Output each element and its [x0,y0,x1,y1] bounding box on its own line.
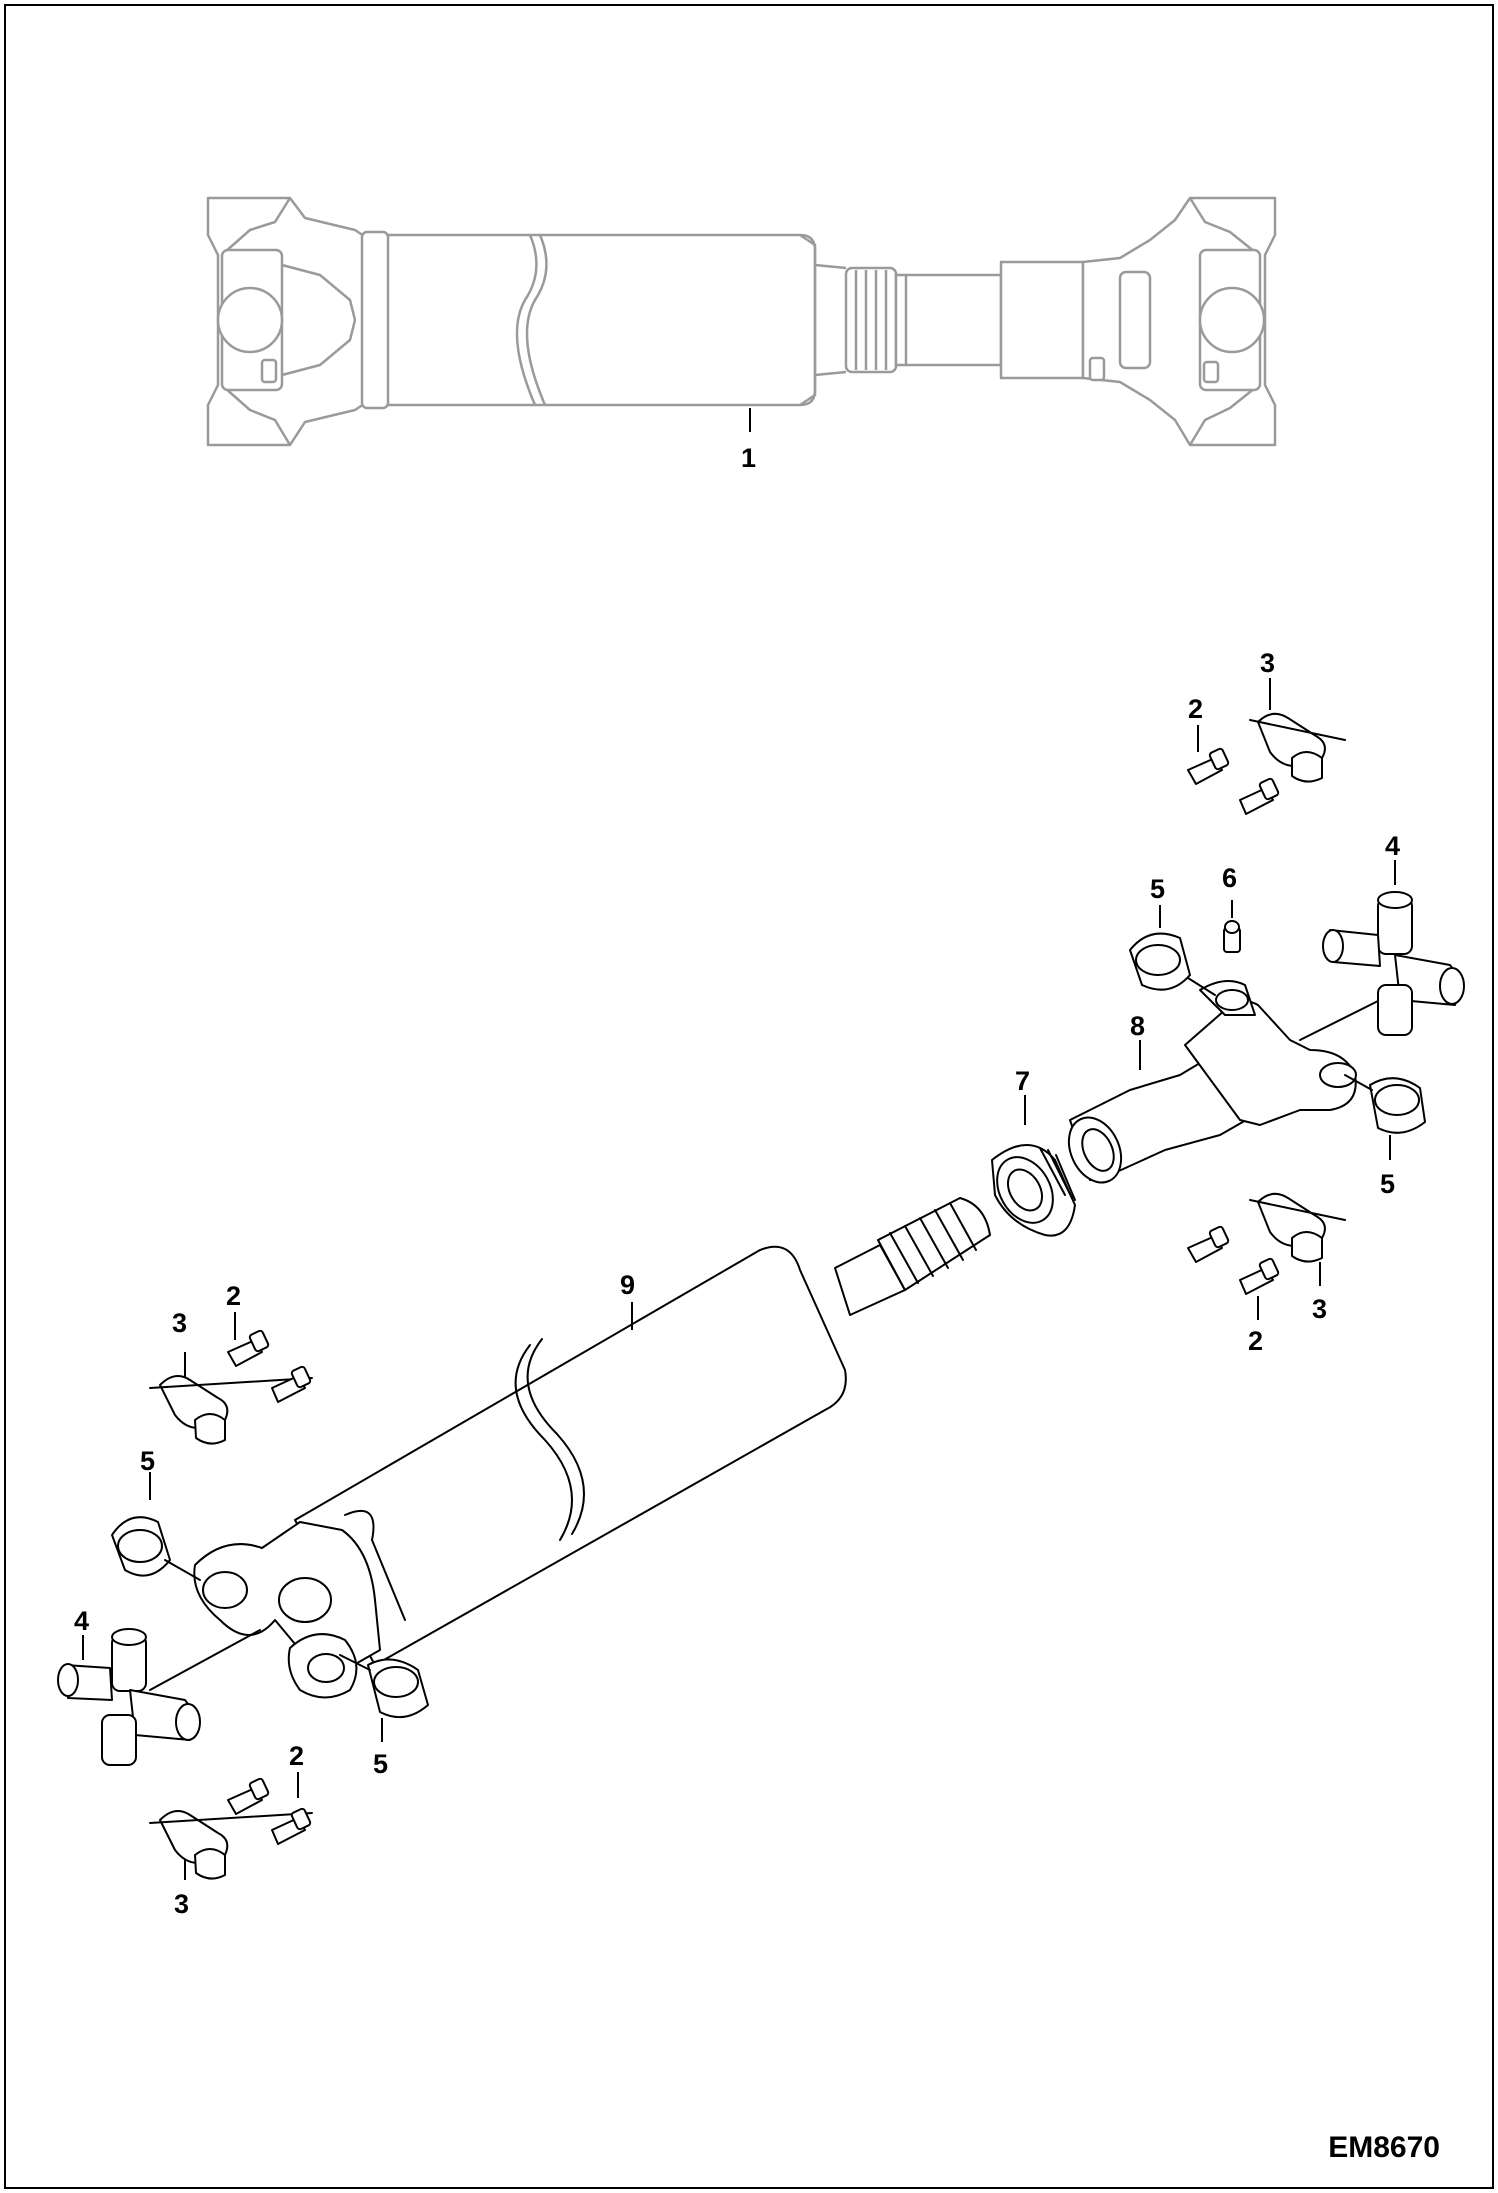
callout-4-right: 4 [1385,831,1400,861]
callout-5-left-upper: 5 [140,1446,155,1476]
callout-4-left: 4 [74,1606,89,1636]
assembled-driveshaft [206,196,1277,447]
strap-bolt-set-right-lower [1187,1192,1346,1320]
callout-7: 7 [1015,1066,1030,1096]
callout-2-right-upper: 2 [1188,694,1203,724]
driveshaft-tube-9 [294,1197,991,1666]
universal-joint-4-right [1322,860,1465,1036]
grease-fitting-6 [1223,900,1241,953]
callout-5-right-upper: 5 [1150,874,1165,904]
tube-end-yoke-left [193,1521,381,1699]
diagram-frame [4,4,1494,2189]
universal-joint-4-left [57,1628,261,1766]
callout-6: 6 [1222,863,1237,893]
strap-bolt-set-left-upper [149,1312,313,1445]
callout-2-left-lower: 2 [289,1741,304,1771]
strap-bolt-set-left-lower [149,1772,313,1880]
bearing-cap-5-right-lower [1344,1074,1426,1160]
callout-3-right-upper: 3 [1260,648,1275,678]
callout-5-left-lower: 5 [373,1749,388,1779]
bearing-cap-5-right-upper [1129,905,1216,996]
callout-5-right-lower: 5 [1380,1169,1395,1199]
callout-2-left-upper: 2 [226,1281,241,1311]
bearing-cap-5-left-upper [111,1472,201,1581]
callout-3-left-upper: 3 [172,1308,187,1338]
callout-1: 1 [741,443,756,473]
callout-2-right-lower: 2 [1248,1326,1263,1356]
dust-cap-7 [991,1095,1076,1237]
strap-bolt-set-right-upper [1187,678,1346,815]
callout-8: 8 [1130,1011,1145,1041]
drawing-code: EM8670 [1328,2131,1440,2164]
bearing-cap-5-left-lower [339,1654,429,1742]
slip-yoke-8 [1067,980,1381,1184]
callout-3-right-lower: 3 [1312,1294,1327,1324]
callout-9: 9 [620,1270,635,1300]
callout-3-left-lower: 3 [174,1889,189,1919]
